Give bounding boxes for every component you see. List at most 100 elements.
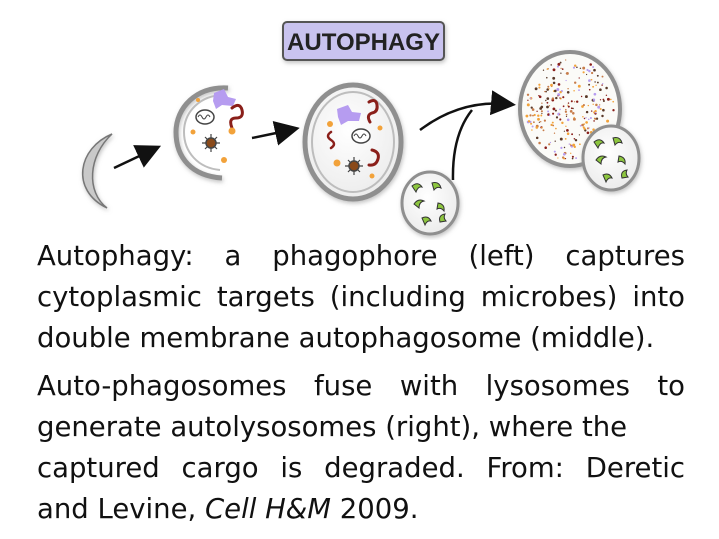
cargo-speckle: [601, 84, 603, 86]
cargo-speckle: [551, 97, 555, 100]
title-badge: AUTOPHAGY: [282, 21, 445, 61]
lysosome-membrane: [400, 170, 460, 236]
cargo-speckle: [557, 62, 561, 66]
cargo-speckle: [584, 95, 588, 99]
cargo-speckle: [530, 122, 533, 125]
cargo-speckle: [567, 105, 570, 108]
cargo-speckle: [573, 116, 575, 119]
cargo-speckle: [573, 101, 576, 103]
cargo-speckle: [566, 129, 569, 132]
cargo-speckle: [540, 105, 544, 109]
cargo-speckle: [540, 114, 543, 117]
cargo-speckle: [540, 121, 542, 123]
cargo-speckle: [605, 94, 608, 96]
red-worm-cargo: [229, 103, 244, 130]
cargo-speckle: [548, 114, 551, 116]
cargo-speckle: [538, 141, 541, 145]
cargo-speckle: [538, 95, 542, 99]
cargo-speckle: [571, 133, 574, 136]
cargo-speckle: [580, 95, 583, 98]
cargo-speckle: [568, 143, 570, 145]
cargo-speckle: [572, 112, 575, 115]
cargo-speckle: [602, 83, 604, 85]
fused-lysosome: [581, 124, 641, 192]
cargo-speckle: [559, 108, 561, 111]
cargo-speckle: [585, 121, 588, 124]
cargo-speckle: [567, 104, 569, 106]
cargo-speckle: [585, 117, 587, 119]
arrow-1: [113, 145, 162, 170]
cargo-speckle: [546, 97, 550, 100]
cargo-speckle: [542, 69, 545, 71]
cargo-speckle: [527, 99, 529, 101]
cargo-speckle: [561, 121, 564, 125]
citation-authors: and Levine,: [37, 493, 205, 525]
cargo-speckle: [565, 71, 569, 75]
cargo-speckle: [589, 116, 592, 120]
cargo-speckle: [592, 66, 595, 68]
cargo-speckle: [526, 93, 530, 96]
cargo-speckle: [531, 125, 534, 128]
cargo-speckle: [533, 113, 536, 117]
cargo-speckle: [590, 78, 593, 81]
cargo-speckle: [602, 108, 605, 112]
forming-membrane-outer: [173, 85, 229, 181]
cargo-speckle: [535, 136, 539, 140]
cargo-speckle: [578, 89, 580, 92]
cargo-speckle: [579, 143, 581, 146]
cargo-speckle: [552, 112, 555, 115]
cargo-speckle: [557, 95, 559, 97]
cargo-speckle: [550, 64, 552, 66]
citation-year: 2009.: [330, 493, 419, 525]
cargo-speckle: [529, 114, 532, 117]
cargo-speckle: [541, 126, 543, 129]
cargo-speckle: [576, 66, 578, 69]
cargo-speckle: [571, 157, 574, 160]
cargo-speckle: [565, 108, 567, 111]
fused-lysosome-membrane: [581, 124, 641, 192]
cargo-speckle: [555, 116, 559, 119]
caption-paragraph-1: Autophagy: a phagophore (left) captures …: [37, 236, 685, 359]
cargo-speckle: [583, 127, 586, 130]
cargo-speckle: [571, 155, 574, 158]
cargo-speckle: [552, 76, 556, 80]
cargo-speckle: [567, 102, 570, 104]
arrow-2: [251, 121, 300, 146]
cargo-speckle: [550, 123, 553, 127]
microbe-icon: [593, 139, 606, 150]
cargo-speckle: [546, 105, 549, 109]
forming-autophagosome: [173, 85, 244, 181]
cargo-speckle: [545, 99, 547, 102]
cargo-speckle: [533, 121, 535, 124]
cargo-speckle: [590, 110, 593, 112]
autophagosome-outer-membrane: [302, 82, 404, 202]
cargo-speckle: [593, 68, 596, 72]
cargo-speckle: [593, 117, 596, 120]
cargo-speckle: [554, 153, 557, 156]
cargo-speckle: [588, 69, 591, 73]
arrow-3-lysosome-stem: [451, 109, 473, 181]
autophagy-diagram: AUTOPHAGY: [81, 21, 641, 236]
cargo-speckle: [612, 109, 615, 112]
cargo-speckle: [560, 146, 563, 149]
cargo-speckle: [612, 100, 615, 103]
cargo-speckle: [537, 114, 540, 117]
cargo-speckle: [565, 59, 567, 61]
cargo-speckle: [560, 67, 562, 70]
cargo-speckle: [556, 88, 560, 91]
cargo-speckle: [538, 121, 541, 123]
cargo-speckle: [592, 103, 594, 106]
cargo-speckle: [559, 137, 563, 141]
cargo-speckle: [566, 132, 570, 135]
cargo-speckle: [566, 118, 570, 122]
cargo-speckle: [536, 110, 538, 113]
microbe-icon: [411, 183, 424, 194]
cargo-speckle: [535, 126, 539, 129]
cargo-speckle: [553, 150, 556, 153]
cargo-speckle: [572, 143, 576, 147]
cargo-speckle: [525, 114, 529, 118]
cargo-speckle: [569, 143, 572, 146]
cargo-speckle: [563, 157, 566, 160]
cargo-speckle: [582, 71, 585, 74]
cargo-speckle: [557, 157, 559, 159]
